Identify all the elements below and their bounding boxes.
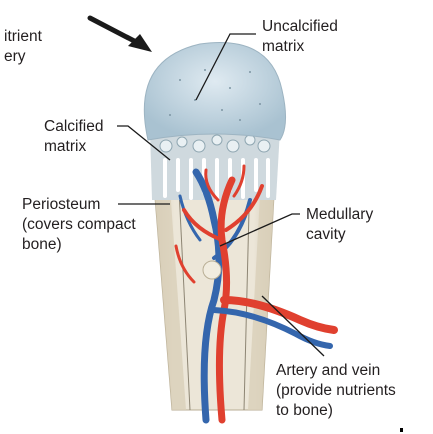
svg-text:Medullary: Medullary	[306, 206, 373, 223]
blood-vessels	[174, 164, 338, 424]
label-periosteum: Periosteum (covers compact bone)	[22, 196, 136, 253]
svg-text:matrix: matrix	[262, 38, 304, 55]
label-calcified-matrix: Calcified matrix	[44, 118, 103, 155]
leader-lines	[117, 33, 325, 357]
label-nutrient-artery-partial: itrient ery	[4, 28, 43, 65]
arrow-indicator	[87, 15, 152, 52]
svg-text:(covers compact: (covers compact	[22, 216, 136, 233]
label-uncalcified-matrix: Uncalcified matrix	[262, 18, 338, 55]
corner-mark	[400, 428, 403, 432]
svg-text:Uncalcified: Uncalcified	[262, 18, 338, 35]
svg-text:(provide nutrients: (provide nutrients	[276, 382, 396, 399]
svg-text:itrient: itrient	[4, 28, 43, 45]
vessel-entry-point	[202, 260, 222, 280]
svg-text:bone): bone)	[22, 236, 62, 253]
label-medullary-cavity: Medullary cavity	[306, 206, 373, 243]
calcified-matrix-zone	[150, 124, 280, 201]
label-artery-and-vein: Artery and vein (provide nutrients to bo…	[276, 362, 396, 419]
svg-text:Artery and vein: Artery and vein	[276, 362, 380, 379]
svg-text:Periosteum: Periosteum	[22, 196, 100, 213]
svg-text:ery: ery	[4, 48, 26, 65]
svg-text:cavity: cavity	[306, 226, 346, 243]
svg-text:to bone): to bone)	[276, 402, 333, 419]
svg-text:matrix: matrix	[44, 138, 86, 155]
cartilage-cap	[143, 42, 286, 141]
svg-text:Calcified: Calcified	[44, 118, 103, 135]
